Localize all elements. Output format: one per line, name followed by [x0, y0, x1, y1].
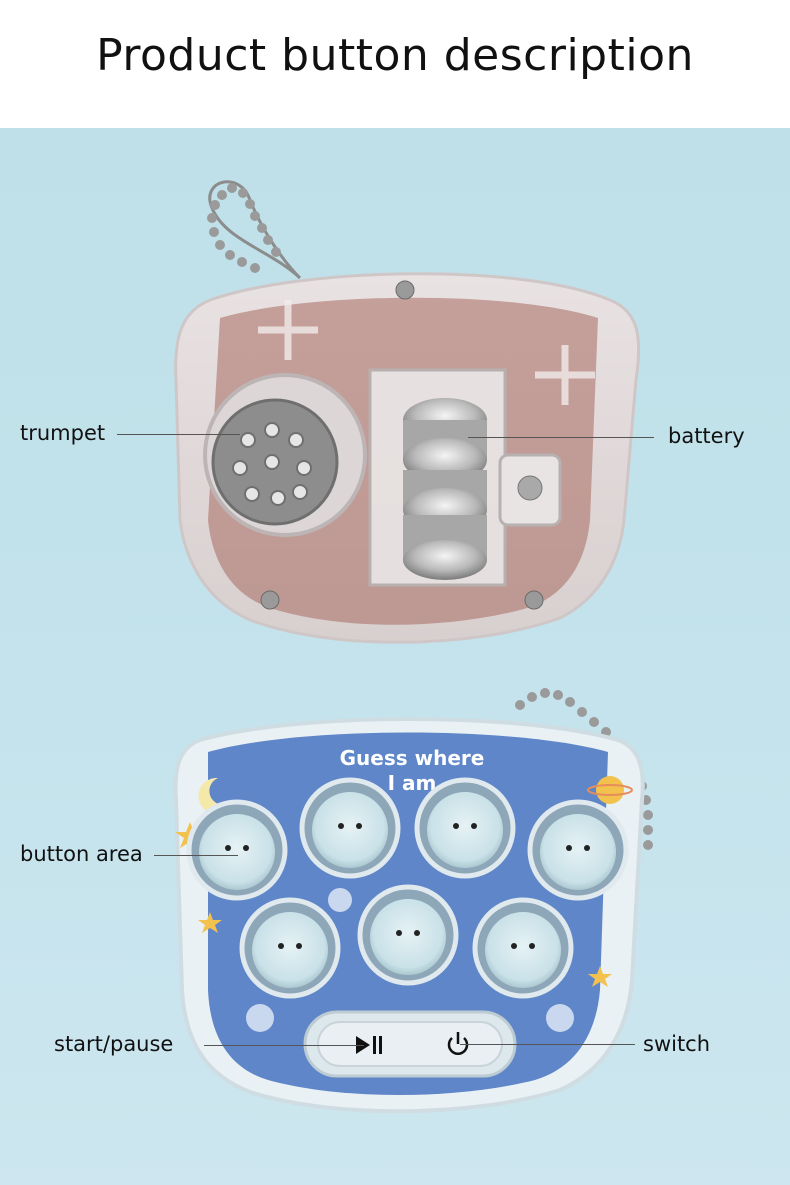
mole-button[interactable] — [357, 884, 459, 986]
header: Product button description — [0, 0, 790, 128]
mole-button[interactable] — [239, 897, 341, 999]
trumpet-callout-line — [117, 434, 240, 435]
switch-label: switch — [643, 1032, 711, 1056]
button-area-label: button area — [20, 842, 143, 866]
mole-button[interactable] — [472, 897, 574, 999]
device-print-line2: I am — [388, 771, 437, 795]
battery-compartment — [368, 368, 562, 587]
switch-callout-line — [460, 1044, 635, 1045]
mole-button[interactable] — [414, 777, 516, 879]
battery-label: battery — [668, 424, 745, 448]
device-print-line1: Guess where — [340, 746, 485, 770]
trumpet-label: trumpet — [20, 421, 106, 445]
button-area-callout-line — [154, 855, 238, 856]
keychain-links-top — [207, 183, 281, 273]
start-pause-label: start/pause — [54, 1032, 174, 1056]
speaker — [203, 373, 367, 537]
mole-button[interactable] — [527, 799, 629, 901]
battery-callout-line — [468, 437, 654, 438]
mole-button[interactable] — [186, 799, 288, 901]
page-title: Product button description — [96, 30, 694, 81]
power-icon[interactable] — [447, 1032, 469, 1055]
start-pause-callout-line — [204, 1045, 364, 1046]
mole-buttons — [186, 777, 629, 999]
control-bar — [303, 1010, 517, 1078]
mole-button[interactable] — [299, 777, 401, 879]
